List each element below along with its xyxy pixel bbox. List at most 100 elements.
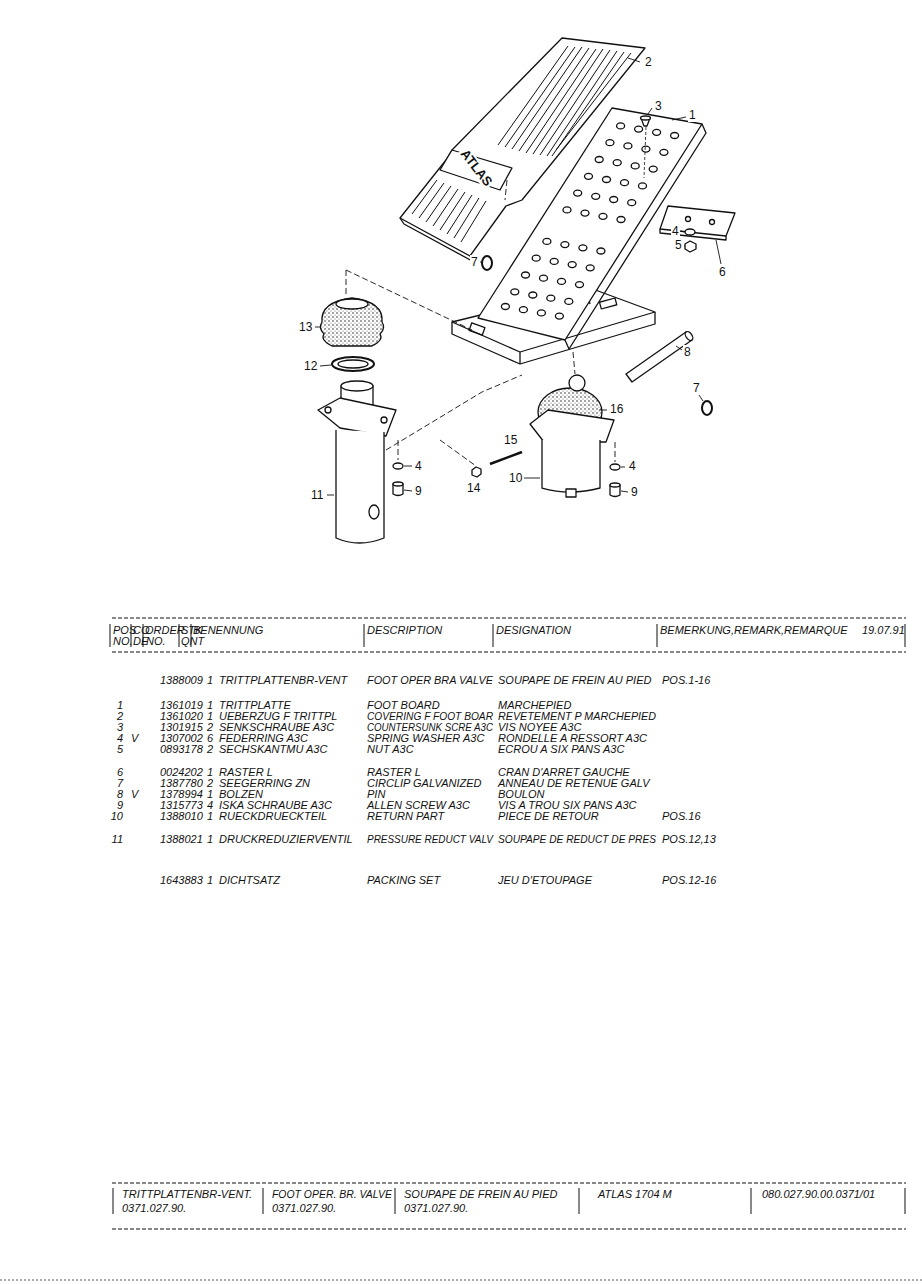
board-hole bbox=[617, 123, 625, 129]
board-hole bbox=[660, 149, 668, 155]
board-hole bbox=[635, 126, 643, 132]
spring-washer bbox=[393, 463, 403, 469]
table-cell: 1643883 bbox=[160, 873, 203, 887]
board-hole bbox=[537, 310, 545, 316]
valve-flange bbox=[318, 398, 396, 436]
board-hole bbox=[585, 173, 593, 179]
table-cell: SENKSCHRAUBE A3C bbox=[219, 720, 334, 734]
table-cell: SEEGERRING ZN bbox=[219, 776, 310, 790]
callout-number: 4 bbox=[671, 224, 680, 238]
footer-cell: ATLAS 1704 M bbox=[598, 1187, 672, 1201]
board-hole bbox=[617, 217, 625, 223]
callout-number: 12 bbox=[303, 359, 318, 373]
table-cell: ALLEN SCREW A3C bbox=[367, 798, 470, 812]
board-hole bbox=[547, 295, 555, 301]
piston-top bbox=[341, 381, 373, 391]
header-cell: DESCRIPTION bbox=[367, 623, 442, 637]
callout-number: 9 bbox=[630, 485, 639, 499]
valve-body bbox=[336, 430, 384, 543]
table-cell: RASTER L bbox=[219, 765, 273, 779]
table-cell: 10 bbox=[111, 809, 123, 823]
board-hole bbox=[592, 193, 600, 199]
return-body bbox=[542, 440, 600, 492]
table-cell: 9 bbox=[117, 798, 123, 812]
table-cell: UEBERZUG F TRITTPL bbox=[219, 709, 337, 723]
pedal-cover bbox=[400, 38, 645, 256]
callout-number: 10 bbox=[508, 471, 523, 485]
table-cell: 1307002 bbox=[160, 731, 203, 745]
callout-number: 8 bbox=[683, 345, 692, 359]
table-cell: 1 bbox=[207, 765, 213, 779]
nut bbox=[472, 467, 481, 477]
cover-ribs bbox=[412, 46, 631, 242]
callout-number: 1 bbox=[688, 108, 697, 122]
spring-washer bbox=[610, 464, 620, 470]
table-cell: COUNTERSUNK SCRE A3C bbox=[367, 720, 493, 734]
callout-number: 4 bbox=[414, 459, 423, 473]
table-cell: 1388021 bbox=[160, 832, 203, 846]
callout-number: 6 bbox=[718, 265, 727, 279]
circlip bbox=[702, 401, 712, 415]
table-cell: RASTER L bbox=[367, 765, 421, 779]
table-cell: 7 bbox=[117, 776, 123, 790]
table-cell: ANNEAU DE RETENUE GALV bbox=[498, 776, 650, 790]
table-cell: POS.12-16 bbox=[662, 873, 716, 887]
base-slot bbox=[599, 298, 616, 309]
seal-ring-inner bbox=[338, 360, 368, 368]
table-cell: 2 bbox=[207, 720, 213, 734]
callout-number: 15 bbox=[503, 433, 518, 447]
table-cell: 1 bbox=[117, 698, 123, 712]
table-cell: 1 bbox=[207, 832, 213, 846]
board-hole bbox=[543, 238, 551, 244]
leader-line bbox=[315, 58, 721, 495]
table-cell: 1 bbox=[207, 673, 213, 687]
callout-number: 7 bbox=[692, 381, 701, 395]
board-hole bbox=[568, 262, 576, 268]
table-cell: 1361020 bbox=[160, 709, 203, 723]
table-cell: 3 bbox=[117, 720, 123, 734]
table-cell: 2 bbox=[207, 776, 213, 790]
table-cell: 6 bbox=[117, 765, 123, 779]
table-cell: DICHTSATZ bbox=[219, 873, 280, 887]
board-hole bbox=[579, 245, 587, 251]
assembly-line bbox=[644, 127, 646, 178]
footer-cell: TRITTPLATTENBR-VENT. bbox=[122, 1187, 252, 1201]
callout-number: 5 bbox=[674, 238, 683, 252]
pin-end bbox=[684, 330, 695, 342]
board-hole bbox=[540, 275, 548, 281]
board-hole bbox=[595, 157, 603, 163]
table-cell: 1 bbox=[207, 709, 213, 723]
table-cell: RETURN PART bbox=[367, 809, 444, 823]
header-cell: DE bbox=[133, 634, 148, 648]
table-cell: NUT A3C bbox=[367, 742, 414, 756]
board-hole bbox=[624, 143, 632, 149]
callout-number: 3 bbox=[654, 99, 663, 113]
detent-hole bbox=[710, 220, 715, 225]
callout-number: 11 bbox=[310, 488, 324, 502]
table-cell: SECHSKANTMU A3C bbox=[219, 742, 327, 756]
board-hole bbox=[581, 210, 589, 216]
table-cell: BOLZEN bbox=[219, 787, 263, 801]
board-hole bbox=[639, 183, 647, 189]
table-cell: PIN bbox=[367, 787, 385, 801]
table-cell: 4 bbox=[117, 731, 123, 745]
board-hole bbox=[597, 248, 605, 254]
table-cell: REVETEMENT P MARCHEPIED bbox=[498, 709, 656, 723]
header-cell: BENENNUNG bbox=[193, 623, 263, 637]
table-cell: VIS A TROU SIX PANS A3C bbox=[498, 798, 637, 812]
flange-hole bbox=[325, 407, 331, 413]
board-hole bbox=[649, 166, 657, 172]
footer-cell: FOOT OPER. BR. VALVE bbox=[272, 1187, 392, 1201]
board-hole bbox=[653, 129, 661, 135]
brand-text: ATLAS bbox=[456, 145, 496, 190]
circlip bbox=[482, 256, 492, 270]
board-hole bbox=[606, 140, 614, 146]
table-cell: FEDERRING A3C bbox=[219, 731, 308, 745]
table-cell: 1388010 bbox=[160, 809, 203, 823]
table-cell: FOOT OPER BRA VALVE bbox=[367, 673, 493, 687]
pin bbox=[626, 332, 692, 382]
board-hole bbox=[631, 163, 639, 169]
table-cell: SOUPAPE DE REDUCT DE PRES bbox=[498, 832, 656, 846]
table-cell: 1 bbox=[207, 809, 213, 823]
